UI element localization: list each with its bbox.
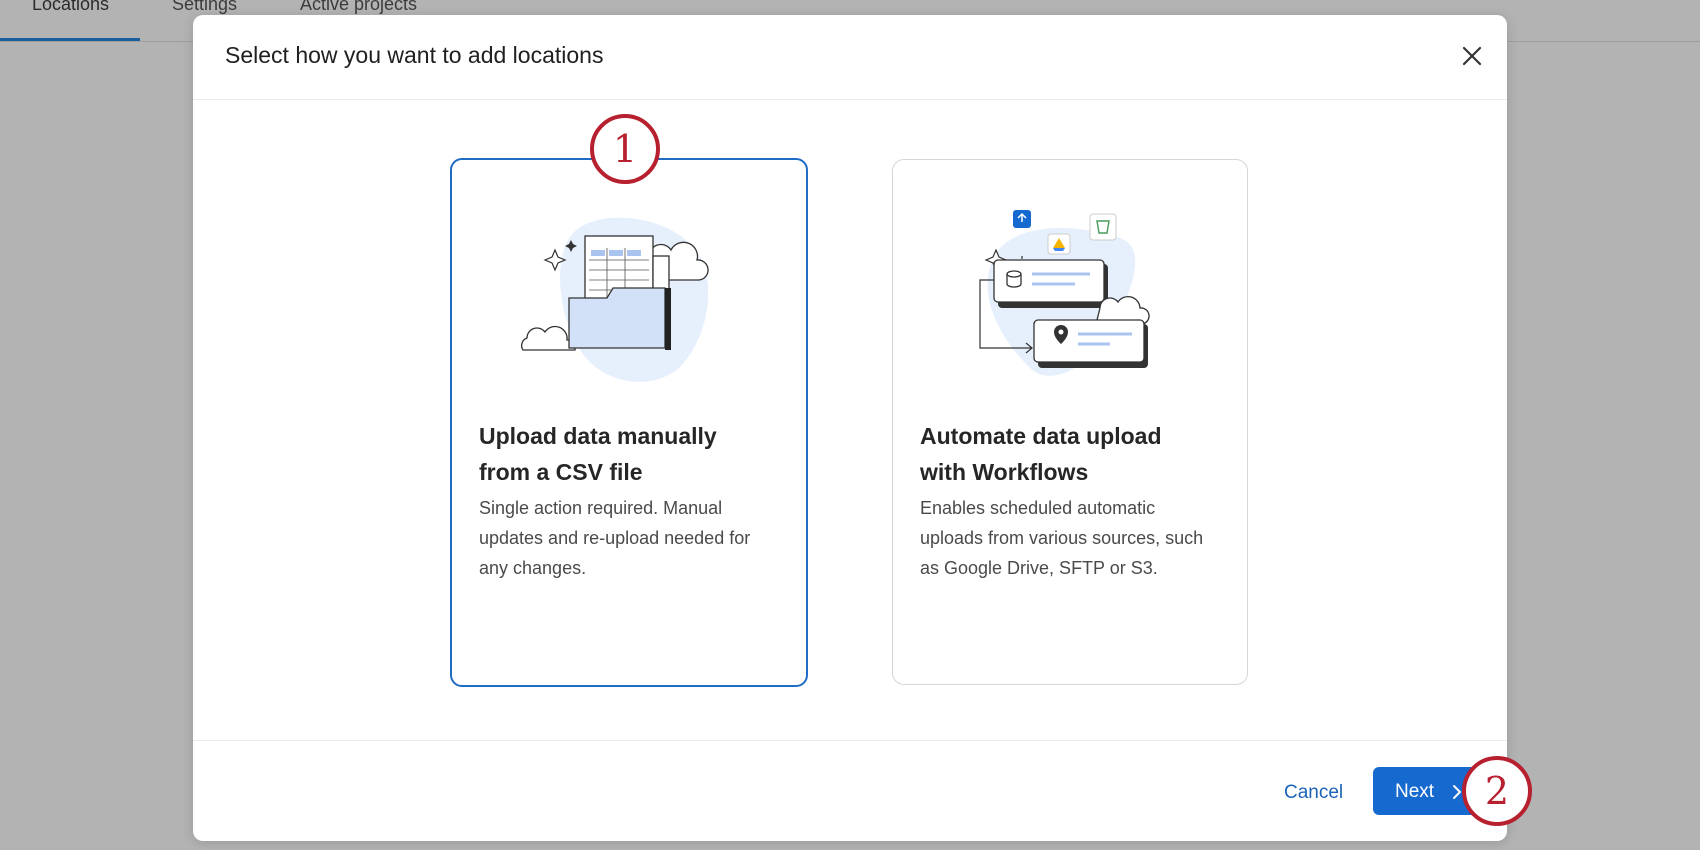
active-tab-indicator	[0, 38, 140, 41]
next-button-label: Next	[1395, 781, 1435, 802]
option-card-csv-upload[interactable]: Upload data manually from a CSV file Sin…	[450, 158, 808, 687]
option-card-workflows[interactable]: Automate data upload with Workflows Enab…	[892, 159, 1248, 685]
cancel-button[interactable]: Cancel	[1284, 782, 1344, 803]
dialog-header: Select how you want to add locations	[193, 15, 1507, 100]
tab-settings: Settings	[172, 0, 238, 14]
tab-active-projects: Active projects	[300, 0, 418, 14]
workflow-automation-illustration	[979, 210, 1150, 376]
option-description: Enables scheduled automatic uploads from…	[920, 498, 1204, 578]
close-icon[interactable]	[1459, 43, 1485, 69]
add-locations-dialog: Select how you want to add locations Upl…	[193, 15, 1507, 841]
annotation-marker-2: 2	[1462, 756, 1532, 826]
chevron-right-icon	[1453, 785, 1462, 799]
annotation-marker-1: 1	[590, 114, 660, 184]
tab-locations: Locations	[32, 0, 110, 14]
folder-spreadsheet-illustration	[521, 217, 709, 382]
option-title: Upload data manually from a CSV file	[479, 423, 717, 485]
option-description: Single action required. Manual updates a…	[479, 498, 751, 578]
dialog-title: Select how you want to add locations	[225, 42, 604, 68]
option-title: Automate data upload with Workflows	[920, 423, 1162, 485]
dialog-footer	[193, 740, 1507, 841]
